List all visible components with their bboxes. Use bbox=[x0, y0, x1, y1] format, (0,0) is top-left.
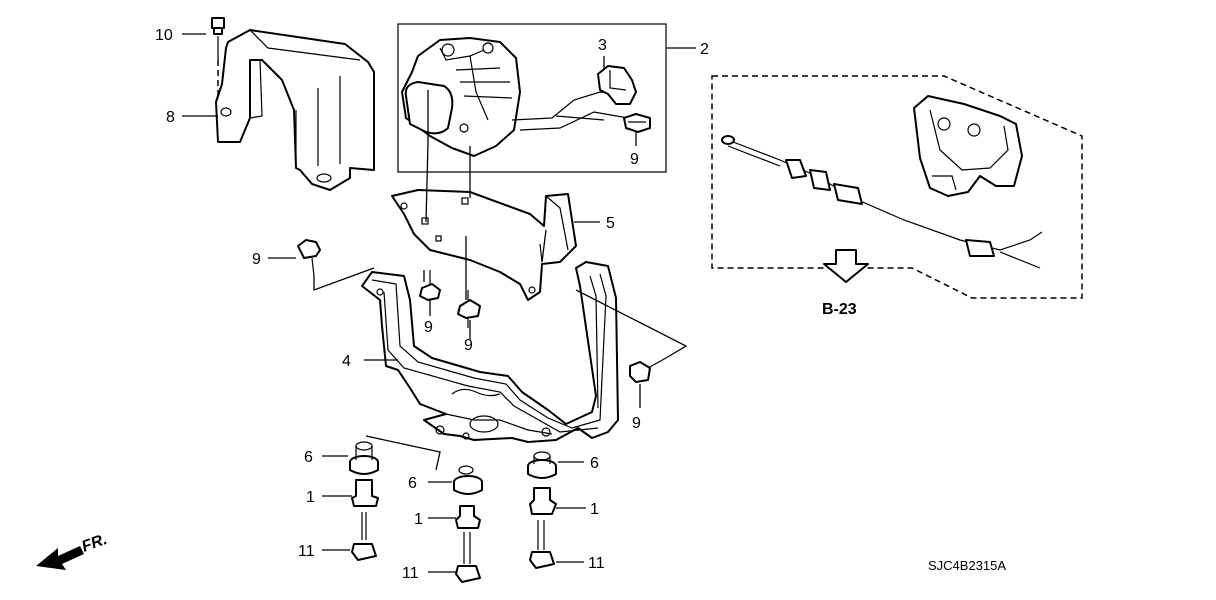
callout-1-right: 1 bbox=[590, 501, 599, 518]
callout-7: 8 bbox=[166, 109, 175, 126]
cable-bracket[interactable] bbox=[913, 95, 1023, 197]
bolt-11-center[interactable] bbox=[455, 532, 481, 583]
reference-label[interactable]: B-23 bbox=[822, 301, 857, 318]
callout-2: 2 bbox=[700, 41, 709, 58]
callout-6-center: 6 bbox=[408, 475, 417, 492]
grommet-6-center[interactable] bbox=[453, 465, 483, 495]
callout-6-right: 6 bbox=[590, 455, 599, 472]
cable-assembly-region bbox=[711, 75, 1083, 299]
grommet-6-right[interactable] bbox=[527, 451, 557, 479]
diagram-code: SJC4B2315A bbox=[928, 558, 1006, 573]
main-bracket-4[interactable] bbox=[361, 261, 619, 443]
callout-5: 5 bbox=[606, 215, 615, 232]
leader-lines bbox=[182, 33, 696, 573]
bolt-9-right[interactable] bbox=[629, 357, 667, 383]
bolt-11-left[interactable] bbox=[351, 512, 377, 561]
callout-9-center-left: 9 bbox=[424, 319, 433, 336]
cable-bracket-3[interactable] bbox=[597, 65, 637, 105]
bolt-9-center[interactable] bbox=[457, 290, 481, 328]
reference-arrow-icon bbox=[823, 249, 869, 283]
assembly-box bbox=[397, 23, 667, 173]
bolt-11-right[interactable] bbox=[529, 520, 555, 569]
callout-10: 10 bbox=[155, 27, 173, 44]
callout-8: 9 bbox=[630, 151, 639, 168]
bolt-9-center-left[interactable] bbox=[419, 270, 441, 301]
callout-11-left: 11 bbox=[298, 543, 315, 560]
callout-1-left: 1 bbox=[306, 489, 315, 506]
actuator-assembly[interactable] bbox=[401, 37, 629, 157]
grommet-6-left[interactable] bbox=[349, 441, 379, 475]
actuator-cover[interactable] bbox=[215, 29, 375, 191]
callout-11-center: 11 bbox=[402, 565, 419, 582]
front-direction-arrow-icon bbox=[36, 546, 84, 570]
collar-1-center[interactable] bbox=[455, 505, 481, 529]
nut-8[interactable] bbox=[623, 113, 651, 133]
bolt-10[interactable] bbox=[211, 17, 225, 100]
callout-9-center: 9 bbox=[464, 337, 473, 354]
throttle-cable[interactable] bbox=[721, 135, 1043, 269]
direction-label: FR. bbox=[80, 531, 110, 556]
callout-9-left: 9 bbox=[252, 251, 261, 268]
callout-3: 3 bbox=[598, 37, 607, 54]
collar-1-left[interactable] bbox=[351, 479, 379, 507]
mounting-plate-5[interactable] bbox=[391, 189, 577, 301]
callout-9-right: 9 bbox=[632, 415, 641, 432]
callout-11-right: 11 bbox=[588, 555, 605, 572]
callout-1-center: 1 bbox=[414, 511, 423, 528]
callout-4: 4 bbox=[342, 353, 351, 370]
collar-1-right[interactable] bbox=[529, 487, 557, 515]
bolt-9-left[interactable] bbox=[297, 239, 321, 277]
callout-6-left: 6 bbox=[304, 449, 313, 466]
